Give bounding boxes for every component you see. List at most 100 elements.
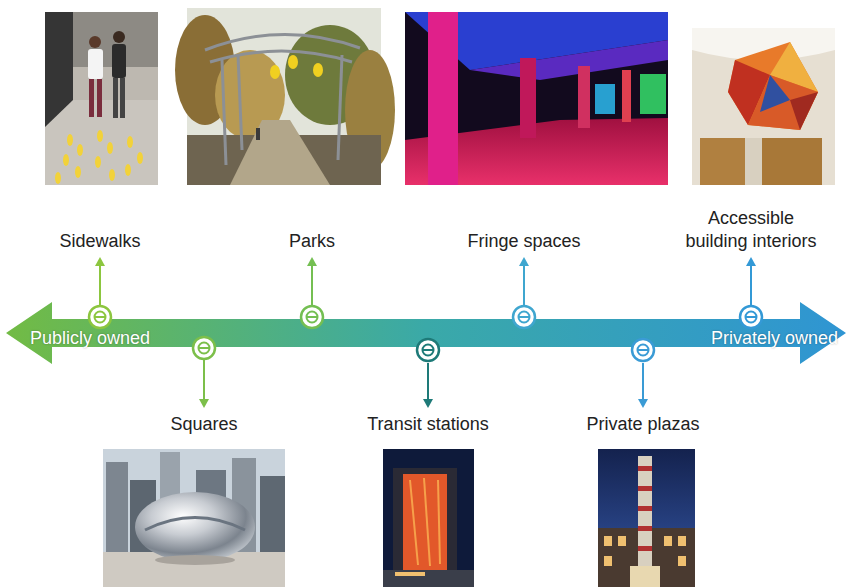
illustration-detail bbox=[692, 28, 835, 185]
transit-station-photo bbox=[383, 449, 474, 587]
illustration-detail bbox=[638, 399, 648, 408]
illustration-detail bbox=[97, 130, 103, 142]
park-photo bbox=[175, 8, 395, 185]
illustration-detail bbox=[120, 78, 125, 118]
illustration-detail bbox=[95, 312, 106, 323]
illustration-detail bbox=[728, 42, 818, 130]
illustration-detail bbox=[640, 74, 666, 114]
illustration-detail bbox=[638, 526, 652, 531]
illustration-detail bbox=[288, 55, 298, 69]
illustration-detail bbox=[95, 156, 101, 168]
illustration-detail bbox=[55, 172, 61, 184]
illustration-detail bbox=[523, 263, 525, 305]
illustration-detail bbox=[424, 478, 430, 566]
illustration-detail bbox=[89, 306, 111, 328]
illustration-detail bbox=[301, 306, 323, 328]
illustration-detail bbox=[513, 306, 535, 328]
illustration-detail bbox=[638, 466, 652, 551]
illustration-detail bbox=[748, 75, 818, 130]
illustration-detail bbox=[423, 399, 433, 408]
illustration-detail bbox=[113, 31, 125, 43]
illustration-detail bbox=[135, 492, 255, 562]
space-type-label: Fringe spaces bbox=[439, 230, 609, 253]
illustration-detail bbox=[519, 257, 529, 266]
illustration-detail bbox=[55, 130, 143, 184]
illustration-detail bbox=[383, 449, 474, 587]
illustration-detail bbox=[762, 138, 822, 185]
illustration-detail bbox=[103, 552, 285, 587]
illustration-detail bbox=[313, 63, 323, 77]
illustration-detail bbox=[638, 349, 649, 351]
illustration-detail bbox=[790, 92, 818, 130]
illustration-detail bbox=[256, 128, 260, 140]
illustration-detail bbox=[393, 468, 457, 587]
illustration-detail bbox=[630, 566, 660, 587]
illustration-detail bbox=[67, 134, 73, 146]
illustration-detail bbox=[519, 316, 530, 318]
interior-photo bbox=[692, 28, 835, 185]
illustration-detail bbox=[427, 363, 429, 402]
illustration-detail bbox=[63, 154, 69, 166]
illustration-detail bbox=[519, 312, 530, 323]
illustration-detail bbox=[638, 486, 652, 491]
illustration-detail bbox=[107, 142, 113, 154]
illustration-detail bbox=[205, 34, 360, 50]
illustration-detail bbox=[745, 138, 762, 185]
illustration-detail bbox=[700, 138, 745, 185]
illustration-detail bbox=[604, 556, 612, 566]
illustration-detail bbox=[238, 55, 242, 150]
illustration-detail bbox=[193, 337, 215, 359]
illustration-detail bbox=[103, 449, 285, 587]
illustration-detail bbox=[428, 12, 458, 185]
illustration-detail bbox=[307, 316, 318, 318]
illustration-detail bbox=[383, 570, 474, 587]
illustration-detail bbox=[578, 66, 590, 128]
illustration-detail bbox=[199, 343, 210, 354]
plaza-photo bbox=[598, 449, 695, 587]
illustration-detail bbox=[438, 480, 440, 564]
illustration-detail bbox=[638, 345, 649, 356]
illustration-detail bbox=[642, 363, 644, 402]
illustration-detail bbox=[405, 12, 668, 185]
illustration-detail bbox=[137, 152, 143, 164]
illustration-detail bbox=[75, 166, 81, 178]
illustration-detail bbox=[638, 546, 652, 551]
space-type-label: Accessible building interiors bbox=[680, 207, 822, 252]
illustration-detail bbox=[106, 462, 128, 552]
illustration-detail bbox=[622, 70, 631, 122]
illustration-detail bbox=[109, 169, 115, 181]
illustration-detail bbox=[89, 36, 101, 48]
illustration-detail bbox=[632, 339, 654, 361]
illustration-detail bbox=[311, 263, 313, 305]
illustration-detail bbox=[595, 84, 615, 114]
sidewalk-photo bbox=[45, 12, 158, 185]
illustration-detail bbox=[199, 399, 209, 408]
illustration-detail bbox=[203, 360, 205, 402]
illustration-detail bbox=[193, 337, 215, 359]
illustration-detail bbox=[746, 257, 756, 266]
illustration-detail bbox=[230, 120, 330, 185]
illustration-detail bbox=[750, 263, 752, 305]
square-photo bbox=[103, 449, 285, 587]
illustration-detail bbox=[417, 339, 439, 361]
illustration-detail bbox=[88, 49, 103, 79]
illustration-detail bbox=[598, 449, 695, 587]
illustration-detail bbox=[270, 65, 280, 79]
arrow-band bbox=[6, 302, 846, 364]
illustration-detail bbox=[470, 40, 668, 80]
fringe-space-photo bbox=[405, 12, 668, 185]
illustration-detail bbox=[740, 306, 762, 328]
illustration-detail bbox=[89, 79, 94, 117]
illustration-detail bbox=[95, 316, 106, 318]
illustration-detail bbox=[423, 345, 434, 356]
illustration-detail bbox=[260, 476, 285, 552]
illustration-detail bbox=[301, 306, 323, 328]
illustration-detail bbox=[410, 478, 440, 566]
illustration-detail bbox=[423, 349, 434, 351]
illustration-detail bbox=[746, 316, 757, 318]
illustration-detail bbox=[604, 536, 612, 546]
